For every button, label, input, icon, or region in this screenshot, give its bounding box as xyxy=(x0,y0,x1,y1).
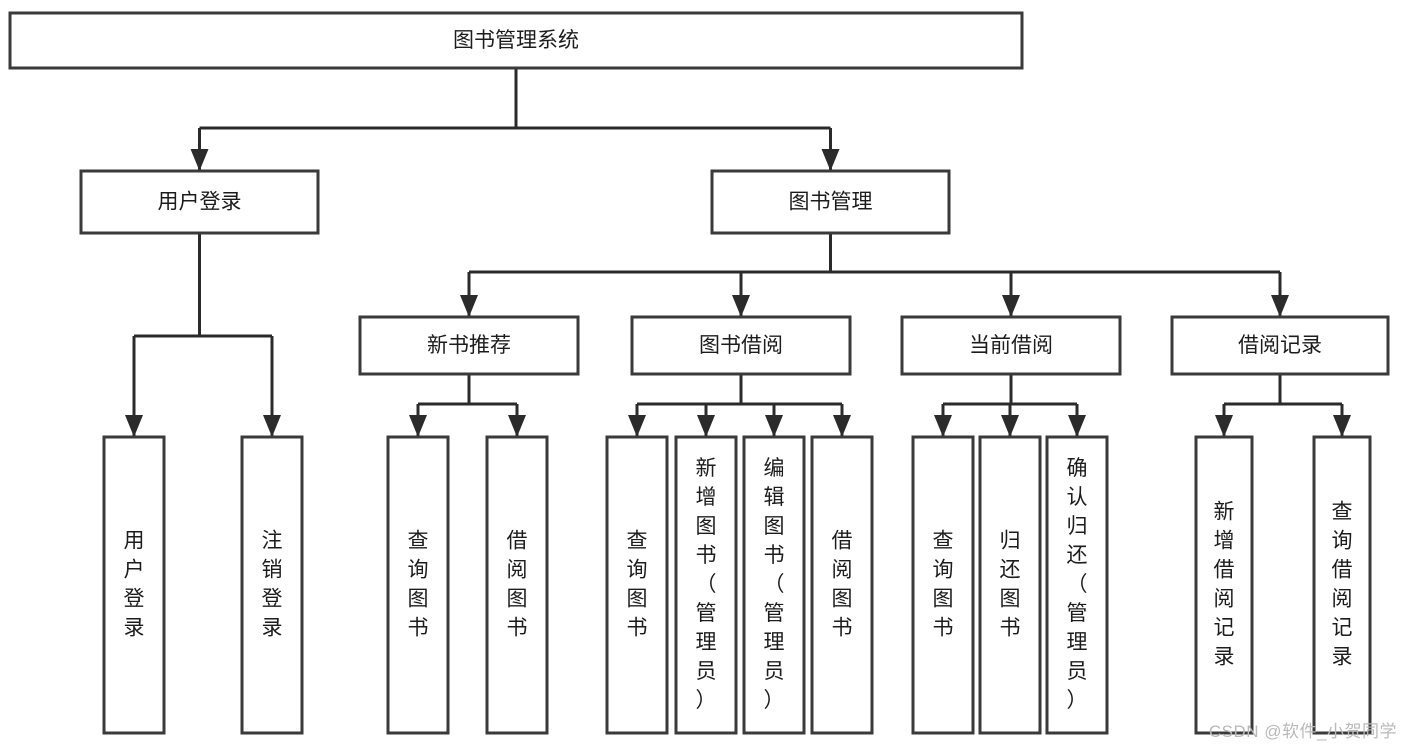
node-box-shape xyxy=(8,11,1024,70)
arrow-head-icon xyxy=(263,415,281,437)
arrow-head-icon xyxy=(697,415,715,437)
node-box-shape xyxy=(485,435,549,735)
arrow-head-icon xyxy=(1271,295,1289,317)
arrow-head-icon xyxy=(508,415,526,437)
arrow-head-icon xyxy=(732,295,750,317)
node-box-shape xyxy=(630,315,852,376)
node-leaf-4[interactable]: 查询图书 xyxy=(605,435,669,735)
node-label: 当前借阅 xyxy=(969,334,1053,357)
arrow-head-icon xyxy=(1215,415,1233,437)
node-leaf-6[interactable]: 编辑图书（管理员） xyxy=(742,435,806,735)
nodes-layer: 图书管理系统用户登录图书管理新书推荐图书借阅当前借阅借阅记录用户登录注销登录查询… xyxy=(8,11,1390,735)
arrow-head-icon xyxy=(125,415,143,437)
node-label: 查询图书 xyxy=(627,529,648,639)
node-leaf-10[interactable]: 确认归还（管理员） xyxy=(1045,435,1109,735)
node-label: 查询借阅记录 xyxy=(1332,500,1353,668)
node-level2-0[interactable]: 用户登录 xyxy=(79,169,320,235)
node-label: 新增借阅记录 xyxy=(1214,500,1235,668)
node-label: 图书管理系统 xyxy=(453,29,579,52)
node-label: 编辑图书（管理员） xyxy=(764,457,785,712)
node-leaf-2[interactable]: 查询图书 xyxy=(386,435,450,735)
node-label: 新书推荐 xyxy=(427,334,511,357)
arrow-head-icon xyxy=(628,415,646,437)
node-box-shape xyxy=(911,435,975,735)
node-label: 借阅图书 xyxy=(832,529,853,639)
node-box-shape xyxy=(102,435,166,735)
node-label: 归还图书 xyxy=(1000,529,1021,639)
node-leaf-1[interactable]: 注销登录 xyxy=(240,435,304,735)
arrow-head-icon xyxy=(1002,295,1020,317)
node-leaf-7[interactable]: 借阅图书 xyxy=(810,435,874,735)
node-leaf-3[interactable]: 借阅图书 xyxy=(485,435,549,735)
node-box-shape xyxy=(240,435,304,735)
arrow-head-icon xyxy=(1001,415,1019,437)
node-leaf-0[interactable]: 用户登录 xyxy=(102,435,166,735)
node-label: 新增图书（管理员） xyxy=(696,457,717,712)
node-leaf-5[interactable]: 新增图书（管理员） xyxy=(674,435,738,735)
connectors-layer xyxy=(125,68,1351,437)
node-leaf-8[interactable]: 查询图书 xyxy=(911,435,975,735)
node-level3-2[interactable]: 当前借阅 xyxy=(900,315,1122,376)
node-label: 查询图书 xyxy=(933,529,954,639)
node-box-shape xyxy=(810,435,874,735)
node-label: 图书管理 xyxy=(789,191,873,214)
node-label: 确认归还（管理员） xyxy=(1067,457,1088,712)
arrow-head-icon xyxy=(821,149,840,171)
node-box-shape xyxy=(1312,435,1372,735)
node-box-shape xyxy=(358,315,580,376)
node-box-shape xyxy=(978,435,1042,735)
node-label: 借阅记录 xyxy=(1238,334,1322,357)
arrow-head-icon xyxy=(1333,415,1351,437)
node-label: 用户登录 xyxy=(124,529,145,639)
node-box-shape xyxy=(710,169,951,235)
node-level2-1[interactable]: 图书管理 xyxy=(710,169,951,235)
node-label: 查询图书 xyxy=(408,529,429,639)
arrow-head-icon xyxy=(460,295,478,317)
node-label: 注销登录 xyxy=(262,529,283,639)
arrow-head-icon xyxy=(833,415,851,437)
node-box-shape xyxy=(1045,435,1109,735)
node-level3-0[interactable]: 新书推荐 xyxy=(358,315,580,376)
node-label: 用户登录 xyxy=(158,191,242,214)
node-leaf-11[interactable]: 新增借阅记录 xyxy=(1194,435,1254,735)
node-root-图书管理系统[interactable]: 图书管理系统 xyxy=(8,11,1024,70)
arrow-head-icon xyxy=(765,415,783,437)
node-label: 借阅图书 xyxy=(507,529,528,639)
node-level3-1[interactable]: 图书借阅 xyxy=(630,315,852,376)
arrow-head-icon xyxy=(934,415,952,437)
node-box-shape xyxy=(79,169,320,235)
node-box-shape xyxy=(1170,315,1390,376)
arrow-head-icon xyxy=(190,149,209,171)
node-box-shape xyxy=(386,435,450,735)
node-box-shape xyxy=(605,435,669,735)
node-box-shape xyxy=(1194,435,1254,735)
arrow-head-icon xyxy=(1068,415,1086,437)
node-level3-3[interactable]: 借阅记录 xyxy=(1170,315,1390,376)
node-box-shape xyxy=(742,435,806,735)
node-leaf-9[interactable]: 归还图书 xyxy=(978,435,1042,735)
node-box-shape xyxy=(674,435,738,735)
node-label: 图书借阅 xyxy=(699,334,783,357)
node-box-shape xyxy=(900,315,1122,376)
node-leaf-12[interactable]: 查询借阅记录 xyxy=(1312,435,1372,735)
arrow-head-icon xyxy=(409,415,427,437)
